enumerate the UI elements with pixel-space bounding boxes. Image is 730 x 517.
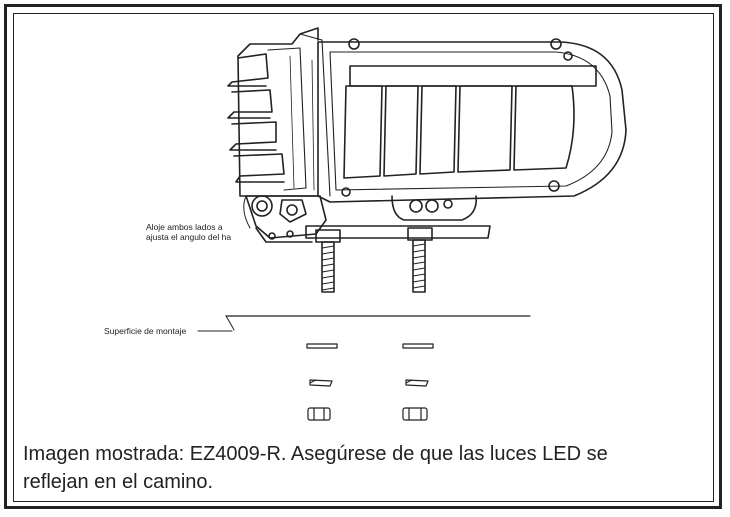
caption: Imagen mostrada: EZ4009-R. Asegúrese de … (23, 440, 713, 496)
lens-housing (317, 38, 627, 203)
threaded-studs (321, 239, 426, 293)
housing-callout-line1: Aloje ambos lados a (146, 222, 223, 232)
flat-washers (306, 343, 434, 349)
heatsink-fins (227, 27, 331, 197)
caption-line1: Imagen mostrada: EZ4009-R. Asegúrese de … (23, 443, 608, 465)
mount-bracket (243, 195, 327, 243)
outer-border (4, 4, 722, 509)
housing-adjust-callout: Aloje ambos lados a ajusta el angulo del… (146, 222, 231, 242)
lock-washers (309, 379, 429, 387)
mounting-surface-callout: Superficie de montaje (104, 326, 187, 336)
mounting-surface (197, 315, 531, 332)
base-block (305, 195, 491, 243)
inner-border (13, 13, 714, 502)
caption-line2: reflejan en el camino. (23, 471, 214, 493)
housing-callout-line2: ajusta el angulo del ha (146, 232, 232, 242)
hex-nuts (307, 407, 428, 421)
